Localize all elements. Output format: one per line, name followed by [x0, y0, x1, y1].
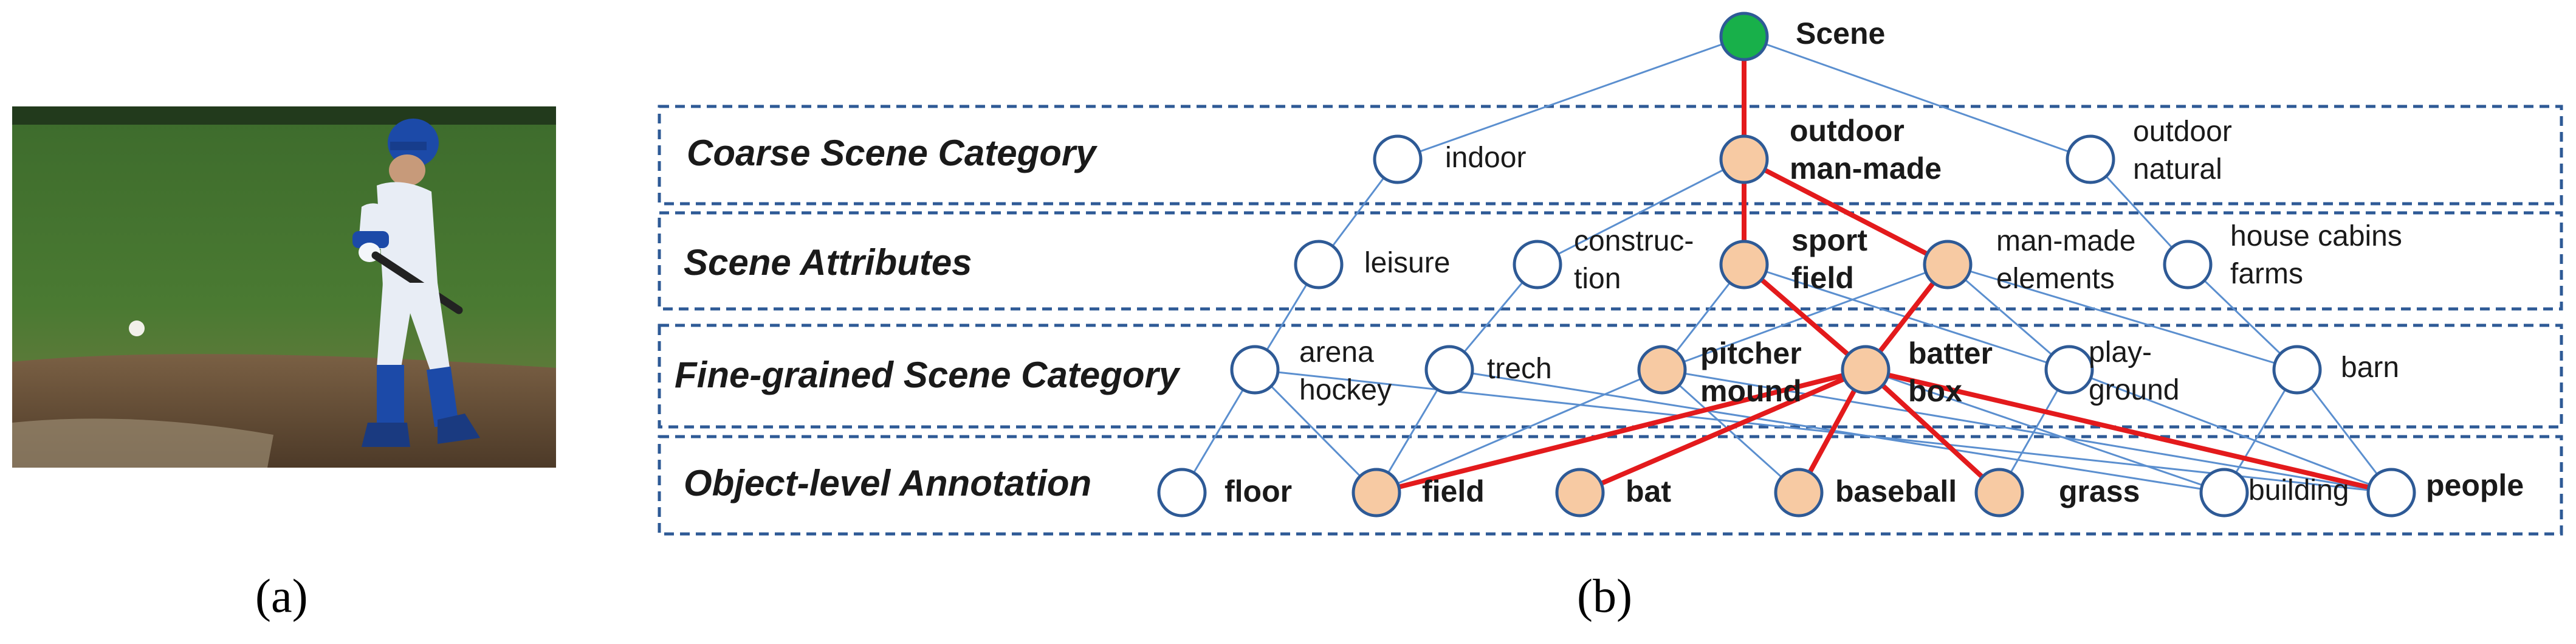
edge-man_made_elements-to-playground	[1947, 263, 2070, 371]
node-outdoor-man-made	[1719, 134, 1769, 184]
node-batter-box	[1841, 345, 1891, 395]
edge-arena_hockey-to-field	[1254, 369, 1378, 494]
node-batter-box-label: box	[1908, 374, 1962, 408]
edge-man_made_elements-to-barn	[1947, 263, 2298, 371]
edge-scene-to-outdoor_natural	[1743, 35, 2091, 161]
edge-outdoor_man_made-to-construction	[1537, 158, 1745, 266]
node-outdoor-natural	[2066, 134, 2115, 184]
node-house-cabins-farms-label: house cabins	[2230, 220, 2402, 252]
panel-a-caption: (a)	[255, 569, 308, 622]
node-man-made-elements	[1923, 240, 1973, 289]
band-1-box	[658, 105, 2563, 206]
node-indoor-label: indoor	[1445, 142, 1526, 174]
node-arena-hockey	[1230, 345, 1280, 395]
node-building	[2199, 468, 2249, 518]
edge-barn-to-people	[2296, 369, 2392, 493]
node-field-label: field	[1422, 474, 1485, 508]
node-scene	[1719, 12, 1769, 61]
node-sport-field-label: field	[1791, 261, 1854, 295]
edge-batter_box-to-grass	[1864, 368, 2001, 494]
panel-b-caption: (b)	[1577, 569, 1632, 622]
node-barn-label: barn	[2341, 351, 2399, 384]
node-floor-label: floor	[1224, 474, 1292, 508]
band-4-title: Object-level Annotation	[684, 463, 1091, 504]
node-sport-field	[1719, 240, 1769, 289]
node-pitcher-mound	[1637, 345, 1687, 395]
node-house-cabins-farms	[2163, 240, 2213, 289]
band-4-box	[658, 435, 2563, 536]
node-indoor	[1373, 134, 1423, 184]
edge-playground-to-people	[2069, 369, 2392, 494]
node-arena-hockey-label: hockey	[1299, 374, 1392, 406]
node-leisure-label: leisure	[1364, 247, 1450, 279]
edge-batter_box-to-field	[1376, 367, 1866, 495]
node-people-label: people	[2426, 468, 2524, 502]
node-construction-label: tion	[1574, 263, 1621, 295]
band-1-title: Coarse Scene Category	[687, 133, 1097, 173]
edge-pitcher_mound-to-field	[1376, 369, 1663, 494]
node-man-made-elements-label: elements	[1996, 263, 2115, 295]
node-grass-label: grass	[2059, 474, 2140, 508]
node-outdoor-man-made-label: man-made	[1790, 151, 1942, 185]
edge-batter_box-to-building	[1865, 369, 2225, 494]
node-grass	[1974, 468, 2024, 518]
node-people	[2366, 468, 2416, 518]
node-sport-field-label: sport	[1791, 223, 1867, 257]
edge-trech-to-building	[1449, 369, 2225, 494]
node-outdoor-natural-label: outdoor	[2133, 116, 2232, 148]
edge-batter_box-to-people	[1865, 367, 2392, 495]
node-man-made-elements-label: man-made	[1996, 225, 2135, 257]
node-bat	[1555, 468, 1605, 518]
edge-sport_field-to-batter_box	[1742, 262, 1867, 372]
node-house-cabins-farms-label: farms	[2230, 258, 2303, 290]
edge-house_cabins_farms-to-barn	[2186, 263, 2298, 371]
node-construction-label: construc-	[1574, 225, 1694, 257]
node-outdoor-natural-label: natural	[2133, 153, 2222, 185]
node-building-label: building	[2248, 474, 2349, 507]
node-scene-label: Scene	[1796, 16, 1885, 50]
node-construction	[1513, 240, 1562, 289]
node-baseball	[1774, 468, 1824, 518]
edge-scene-to-indoor	[1397, 35, 1745, 161]
node-floor	[1157, 468, 1207, 518]
baseball-batter-photo	[12, 106, 556, 468]
node-leisure	[1294, 240, 1344, 289]
band-2-title: Scene Attributes	[684, 242, 972, 283]
nodes-layer: Sceneindooroutdoorman-madeoutdoornatural…	[1157, 12, 2524, 518]
node-trech-label: trech	[1487, 353, 1552, 385]
band-2-box	[658, 211, 2563, 311]
node-playground-label: play-	[2089, 336, 2152, 369]
band-3-title: Fine-grained Scene Category	[675, 355, 1181, 395]
node-pitcher-mound-label: pitcher	[1700, 336, 1802, 370]
node-playground-label: ground	[2089, 374, 2179, 406]
node-batter-box-label: batter	[1908, 336, 1993, 370]
node-field	[1352, 468, 1401, 518]
node-trech	[1424, 345, 1474, 395]
node-bat-label: bat	[1626, 474, 1671, 508]
edge-pitcher_mound-to-baseball	[1661, 369, 1800, 494]
node-playground	[2044, 345, 2094, 395]
node-baseball-label: baseball	[1835, 474, 1957, 508]
edge-outdoor_man_made-to-man_made_elements	[1743, 157, 1949, 267]
node-barn	[2272, 345, 2322, 395]
node-pitcher-mound-label: mound	[1700, 374, 1802, 408]
edge-batter_box-to-bat	[1579, 367, 1867, 495]
node-outdoor-man-made-label: outdoor	[1790, 114, 1905, 148]
node-arena-hockey-label: arena	[1299, 336, 1374, 369]
band-3-box	[658, 324, 2563, 429]
